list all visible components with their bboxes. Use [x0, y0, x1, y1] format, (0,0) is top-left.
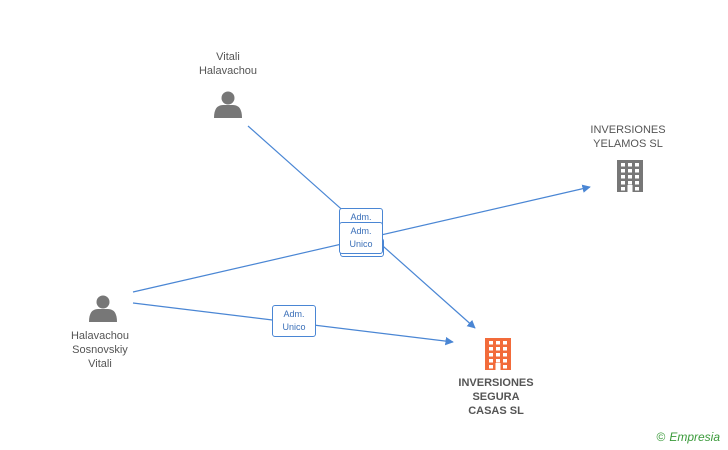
node-label-segura[interactable]: INVERSIONES SEGURA CASAS SL [458, 377, 534, 417]
building-icon[interactable] [617, 160, 643, 192]
node-label-vitali[interactable]: Vitali Halavachou [198, 51, 258, 77]
person-icon[interactable] [214, 91, 242, 119]
edge-label-adm-unico[interactable]: Adm. Unico [339, 222, 383, 254]
edge-label-adm-unico[interactable]: Adm. Unico [272, 305, 316, 337]
brand-name: Empresia [669, 430, 720, 444]
brand-logo: ©Empresia [656, 430, 720, 444]
building-icon[interactable] [485, 338, 511, 370]
person-icon[interactable] [89, 295, 117, 323]
node-label-halavachou[interactable]: Halavachou Sosnovskiy Vitali [70, 330, 130, 370]
node-label-yelamos[interactable]: INVERSIONES YELAMOS SL [590, 124, 666, 150]
copyright-icon: © [656, 430, 666, 444]
